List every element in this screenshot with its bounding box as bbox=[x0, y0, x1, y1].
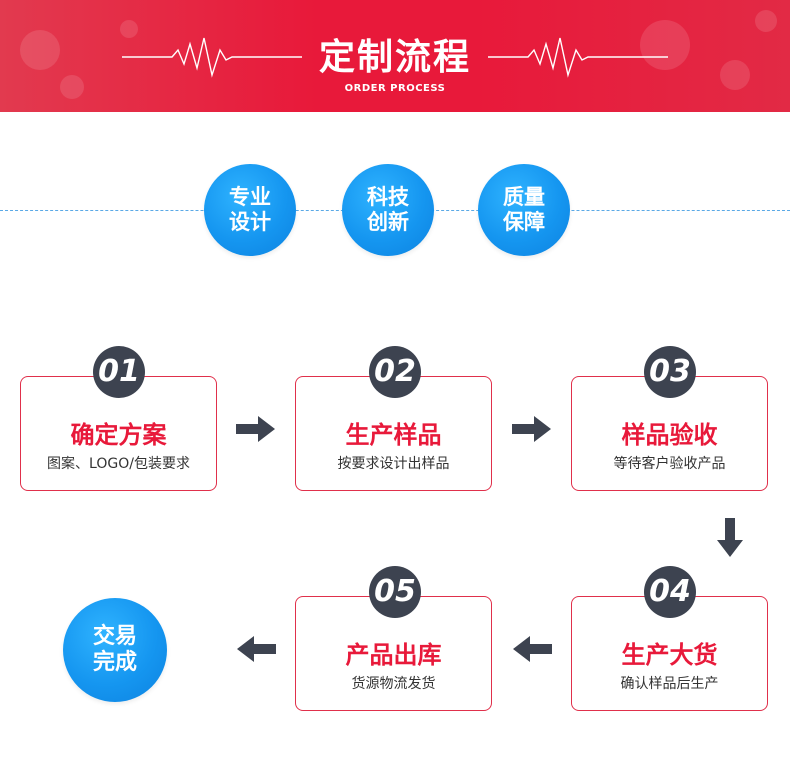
arrow-down-icon bbox=[717, 518, 743, 557]
step-card-2: 生产样品 按要求设计出样品 bbox=[295, 376, 492, 491]
heartbeat-line-icon bbox=[122, 37, 302, 78]
feature-circle-design: 专业 设计 bbox=[204, 164, 296, 256]
step-desc: 等待客户验收产品 bbox=[613, 456, 726, 472]
heartbeat-line-icon bbox=[488, 37, 668, 78]
step-title: 生产样品 bbox=[345, 421, 442, 449]
feature-circle-innovation: 科技 创新 bbox=[342, 164, 434, 256]
feature-label: 创新 bbox=[367, 210, 409, 234]
step-number-badge: 05 bbox=[369, 566, 421, 618]
step-title: 样品验收 bbox=[621, 421, 718, 449]
step-title: 确定方案 bbox=[70, 421, 167, 449]
feature-label: 保障 bbox=[503, 210, 545, 234]
feature-label: 设计 bbox=[229, 210, 271, 234]
page-title: 定制流程 bbox=[318, 37, 471, 78]
step-number-badge: 02 bbox=[369, 346, 421, 398]
trade-complete-circle: 交易 完成 bbox=[63, 598, 167, 702]
complete-label: 交易 bbox=[92, 623, 137, 649]
step-desc: 按要求设计出样品 bbox=[337, 456, 450, 472]
feature-label: 质量 bbox=[503, 184, 545, 209]
arrow-left-icon bbox=[513, 636, 552, 662]
feature-label: 专业 bbox=[229, 184, 271, 209]
step-number-badge: 03 bbox=[644, 346, 696, 398]
decor-bubble bbox=[755, 10, 777, 32]
step-desc: 图案、LOGO/包装要求 bbox=[47, 456, 190, 472]
feature-circle-quality: 质量 保障 bbox=[478, 164, 570, 256]
step-number-badge: 04 bbox=[644, 566, 696, 618]
step-desc: 货源物流发货 bbox=[351, 676, 436, 692]
step-number-badge: 01 bbox=[93, 346, 145, 398]
complete-label: 完成 bbox=[92, 650, 137, 675]
step-title: 产品出库 bbox=[345, 641, 442, 669]
arrow-right-icon bbox=[236, 416, 275, 442]
feature-label: 科技 bbox=[367, 184, 409, 209]
arrow-right-icon bbox=[512, 416, 551, 442]
decor-bubble bbox=[120, 20, 138, 38]
page-subtitle: ORDER PROCESS bbox=[344, 83, 446, 94]
decor-bubble bbox=[720, 60, 750, 90]
step-title: 生产大货 bbox=[621, 641, 718, 669]
decor-bubble bbox=[20, 30, 60, 70]
decor-bubble bbox=[60, 75, 84, 99]
decor-bubble bbox=[640, 20, 690, 70]
header-banner: 定制流程 ORDER PROCESS bbox=[0, 0, 790, 112]
step-desc: 确认样品后生产 bbox=[620, 676, 719, 692]
arrow-left-icon bbox=[237, 636, 276, 662]
